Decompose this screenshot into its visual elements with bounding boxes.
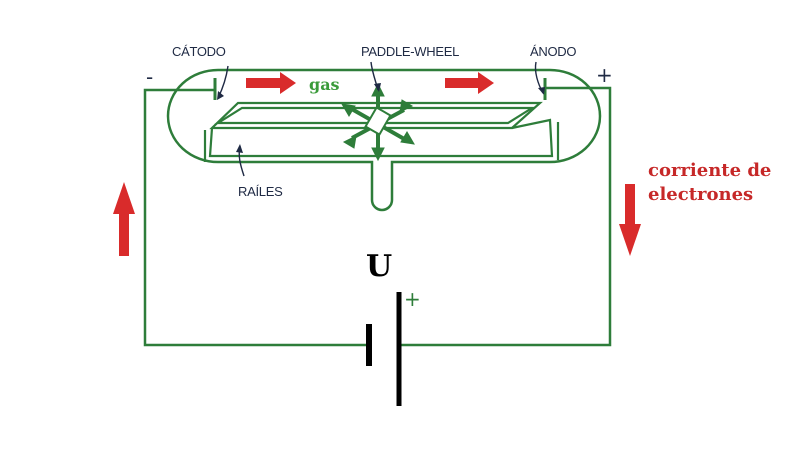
flow-arrow-left [246,72,296,94]
current-label-line1: corriente de [648,160,771,181]
right-current-arrow [619,184,641,256]
left-current-arrow [113,182,135,256]
rails [203,101,560,162]
cathode-label: CÁTODO [172,44,226,59]
rails-label: RAÍLES [238,184,283,199]
left-wire [143,88,368,347]
anode-label: ÁNODO [530,44,576,59]
minus-sign: - [146,65,153,89]
annotation-pointer-heads [217,83,545,153]
current-label-line2: electrones [648,184,753,205]
battery [366,292,402,406]
gas-label: gas [309,75,340,94]
paddle-wheel-label: PADDLE-WHEEL [361,44,459,59]
circuit-wires [143,86,612,347]
glass-tube [166,68,602,212]
right-wire [400,86,612,347]
paddle-wheel [341,82,415,162]
plus-sign-tube: + [596,63,613,87]
plus-sign-battery: + [404,287,421,311]
gas-flow-arrows [246,72,494,94]
flow-arrow-right [445,72,494,94]
voltage-label: U [366,249,392,284]
